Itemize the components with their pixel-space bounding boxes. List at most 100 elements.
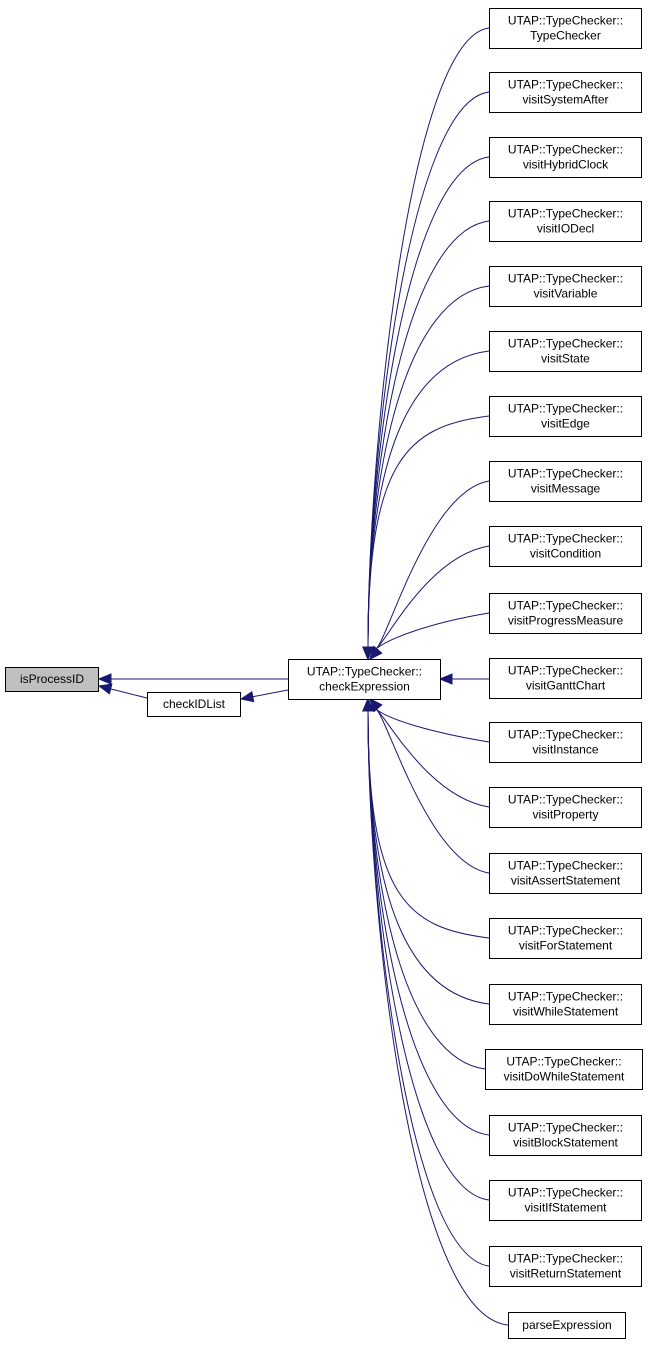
edge-arrowhead bbox=[239, 691, 255, 703]
node-label-line-1: UTAP::TypeChecker:: bbox=[508, 1252, 623, 1266]
node-box bbox=[489, 1180, 642, 1221]
edge-line bbox=[367, 415, 490, 648]
node-label-line-2: visitWhileStatement bbox=[513, 1005, 619, 1019]
node-visit-if-statement[interactable]: UTAP::TypeChecker::visitIfStatement bbox=[489, 1180, 642, 1221]
node-box bbox=[489, 526, 642, 567]
node-box bbox=[489, 266, 642, 307]
edge-arrowhead bbox=[369, 698, 383, 713]
node-box bbox=[508, 1312, 626, 1339]
edge-line bbox=[367, 710, 490, 1005]
edge-line bbox=[375, 480, 490, 650]
node-label-line-2: visitDoWhileStatement bbox=[504, 1070, 625, 1084]
edge-visit-message-to-check-expression bbox=[369, 480, 490, 660]
node-label-line-1: UTAP::TypeChecker:: bbox=[508, 14, 623, 28]
edge-visit-system-after-to-check-expression bbox=[362, 91, 490, 661]
node-label-line-2: visitReturnStatement bbox=[510, 1267, 622, 1281]
node-label-line-2: visitHybridClock bbox=[523, 158, 609, 172]
node-box bbox=[147, 692, 241, 717]
node-label-line-2: visitGanttChart bbox=[526, 679, 606, 693]
node-box bbox=[489, 658, 642, 699]
node-label-line-2: visitState bbox=[541, 352, 590, 366]
edge-visit-variable-to-check-expression bbox=[362, 285, 490, 661]
node-box bbox=[489, 137, 642, 178]
edge-arrowhead bbox=[362, 697, 374, 712]
node-type-checker[interactable]: UTAP::TypeChecker::TypeChecker bbox=[489, 8, 642, 49]
node-label-line-2: visitForStatement bbox=[519, 939, 613, 953]
node-box bbox=[288, 659, 441, 700]
node-label-line-1: UTAP::TypeChecker:: bbox=[506, 1055, 621, 1069]
node-visit-block-statement[interactable]: UTAP::TypeChecker::visitBlockStatement bbox=[489, 1115, 642, 1156]
node-visit-gantt-chart[interactable]: UTAP::TypeChecker::visitGanttChart bbox=[489, 658, 642, 699]
node-label-line-1: UTAP::TypeChecker:: bbox=[508, 402, 623, 416]
edge-line bbox=[367, 285, 490, 648]
node-visit-variable[interactable]: UTAP::TypeChecker::visitVariable bbox=[489, 266, 642, 307]
node-label-line-2: visitAssertStatement bbox=[511, 874, 621, 888]
edge-line bbox=[367, 91, 490, 648]
edge-line bbox=[375, 708, 490, 743]
node-box bbox=[5, 667, 99, 692]
node-label-line-1: isProcessID bbox=[20, 672, 84, 686]
node-visit-hybrid-clock[interactable]: UTAP::TypeChecker::visitHybridClock bbox=[489, 137, 642, 178]
node-label-line-2: visitMessage bbox=[531, 482, 601, 496]
edge-visit-iodecl-to-check-expression bbox=[362, 220, 490, 661]
edge-line bbox=[367, 710, 490, 939]
edge-type-checker-to-check-expression bbox=[362, 27, 490, 661]
node-box bbox=[489, 722, 642, 763]
edge-visit-gantt-chart-to-check-expression bbox=[438, 673, 489, 685]
edge-visit-instance-to-check-expression bbox=[369, 698, 490, 743]
edge-line bbox=[367, 710, 486, 1070]
node-label-line-2: visitIfStatement bbox=[524, 1201, 607, 1215]
node-label-line-1: UTAP::TypeChecker:: bbox=[508, 78, 623, 92]
node-label-line-1: UTAP::TypeChecker:: bbox=[307, 665, 422, 679]
node-label-line-1: UTAP::TypeChecker:: bbox=[508, 207, 623, 221]
node-visit-while-statement[interactable]: UTAP::TypeChecker::visitWhileStatement bbox=[489, 984, 642, 1025]
node-visit-iodecl[interactable]: UTAP::TypeChecker::visitIODecl bbox=[489, 201, 642, 242]
edge-arrowhead bbox=[97, 673, 112, 685]
node-box bbox=[485, 1049, 643, 1090]
node-visit-do-while-statement[interactable]: UTAP::TypeChecker::visitDoWhileStatement bbox=[485, 1049, 643, 1090]
node-check-idlist[interactable]: checkIDList bbox=[147, 692, 241, 717]
node-visit-system-after[interactable]: UTAP::TypeChecker::visitSystemAfter bbox=[489, 72, 642, 113]
node-visit-property[interactable]: UTAP::TypeChecker::visitProperty bbox=[489, 787, 642, 828]
edge-arrowhead bbox=[97, 683, 113, 695]
node-visit-return-statement[interactable]: UTAP::TypeChecker::visitReturnStatement bbox=[489, 1246, 642, 1287]
edge-visit-progress-measure-to-check-expression bbox=[369, 612, 490, 660]
edge-visit-property-to-check-expression bbox=[369, 698, 490, 808]
node-visit-message[interactable]: UTAP::TypeChecker::visitMessage bbox=[489, 461, 642, 502]
node-visit-condition[interactable]: UTAP::TypeChecker::visitCondition bbox=[489, 526, 642, 567]
edge-line bbox=[367, 710, 490, 1136]
node-visit-edge[interactable]: UTAP::TypeChecker::visitEdge bbox=[489, 396, 642, 437]
node-box bbox=[489, 396, 642, 437]
node-label-line-1: checkIDList bbox=[163, 697, 226, 711]
node-label-line-2: TypeChecker bbox=[530, 29, 601, 43]
edge-line bbox=[367, 156, 490, 648]
node-label-line-2: checkExpression bbox=[319, 680, 410, 694]
node-check-expression[interactable]: UTAP::TypeChecker::checkExpression bbox=[288, 659, 441, 700]
node-label-line-1: UTAP::TypeChecker:: bbox=[508, 143, 623, 157]
edge-line bbox=[375, 708, 490, 874]
edge-visit-assert-statement-to-check-expression bbox=[369, 698, 490, 874]
edge-visit-do-while-statement-to-check-expression bbox=[362, 697, 486, 1070]
node-parse-expression[interactable]: parseExpression bbox=[508, 1312, 626, 1339]
node-visit-for-statement[interactable]: UTAP::TypeChecker::visitForStatement bbox=[489, 918, 642, 959]
edge-check-expression-to-is-process-id bbox=[97, 673, 288, 685]
edge-line bbox=[375, 708, 490, 808]
node-visit-progress-measure[interactable]: UTAP::TypeChecker::visitProgressMeasure bbox=[489, 593, 642, 634]
node-label-line-2: visitProperty bbox=[532, 808, 598, 822]
edge-line bbox=[367, 27, 490, 648]
node-label-line-1: UTAP::TypeChecker:: bbox=[508, 1186, 623, 1200]
edge-arrowhead bbox=[362, 646, 374, 661]
node-box bbox=[489, 918, 642, 959]
edge-visit-return-statement-to-check-expression bbox=[362, 697, 490, 1267]
node-box bbox=[489, 984, 642, 1025]
node-label-line-1: UTAP::TypeChecker:: bbox=[508, 337, 623, 351]
edge-line bbox=[367, 350, 490, 648]
node-visit-state[interactable]: UTAP::TypeChecker::visitState bbox=[489, 331, 642, 372]
node-is-process-id[interactable]: isProcessID bbox=[5, 667, 99, 692]
node-visit-instance[interactable]: UTAP::TypeChecker::visitInstance bbox=[489, 722, 642, 763]
node-visit-assert-statement[interactable]: UTAP::TypeChecker::visitAssertStatement bbox=[489, 853, 642, 894]
edge-line bbox=[367, 710, 490, 1201]
edge-line bbox=[375, 545, 490, 650]
edges-layer bbox=[97, 27, 509, 1326]
